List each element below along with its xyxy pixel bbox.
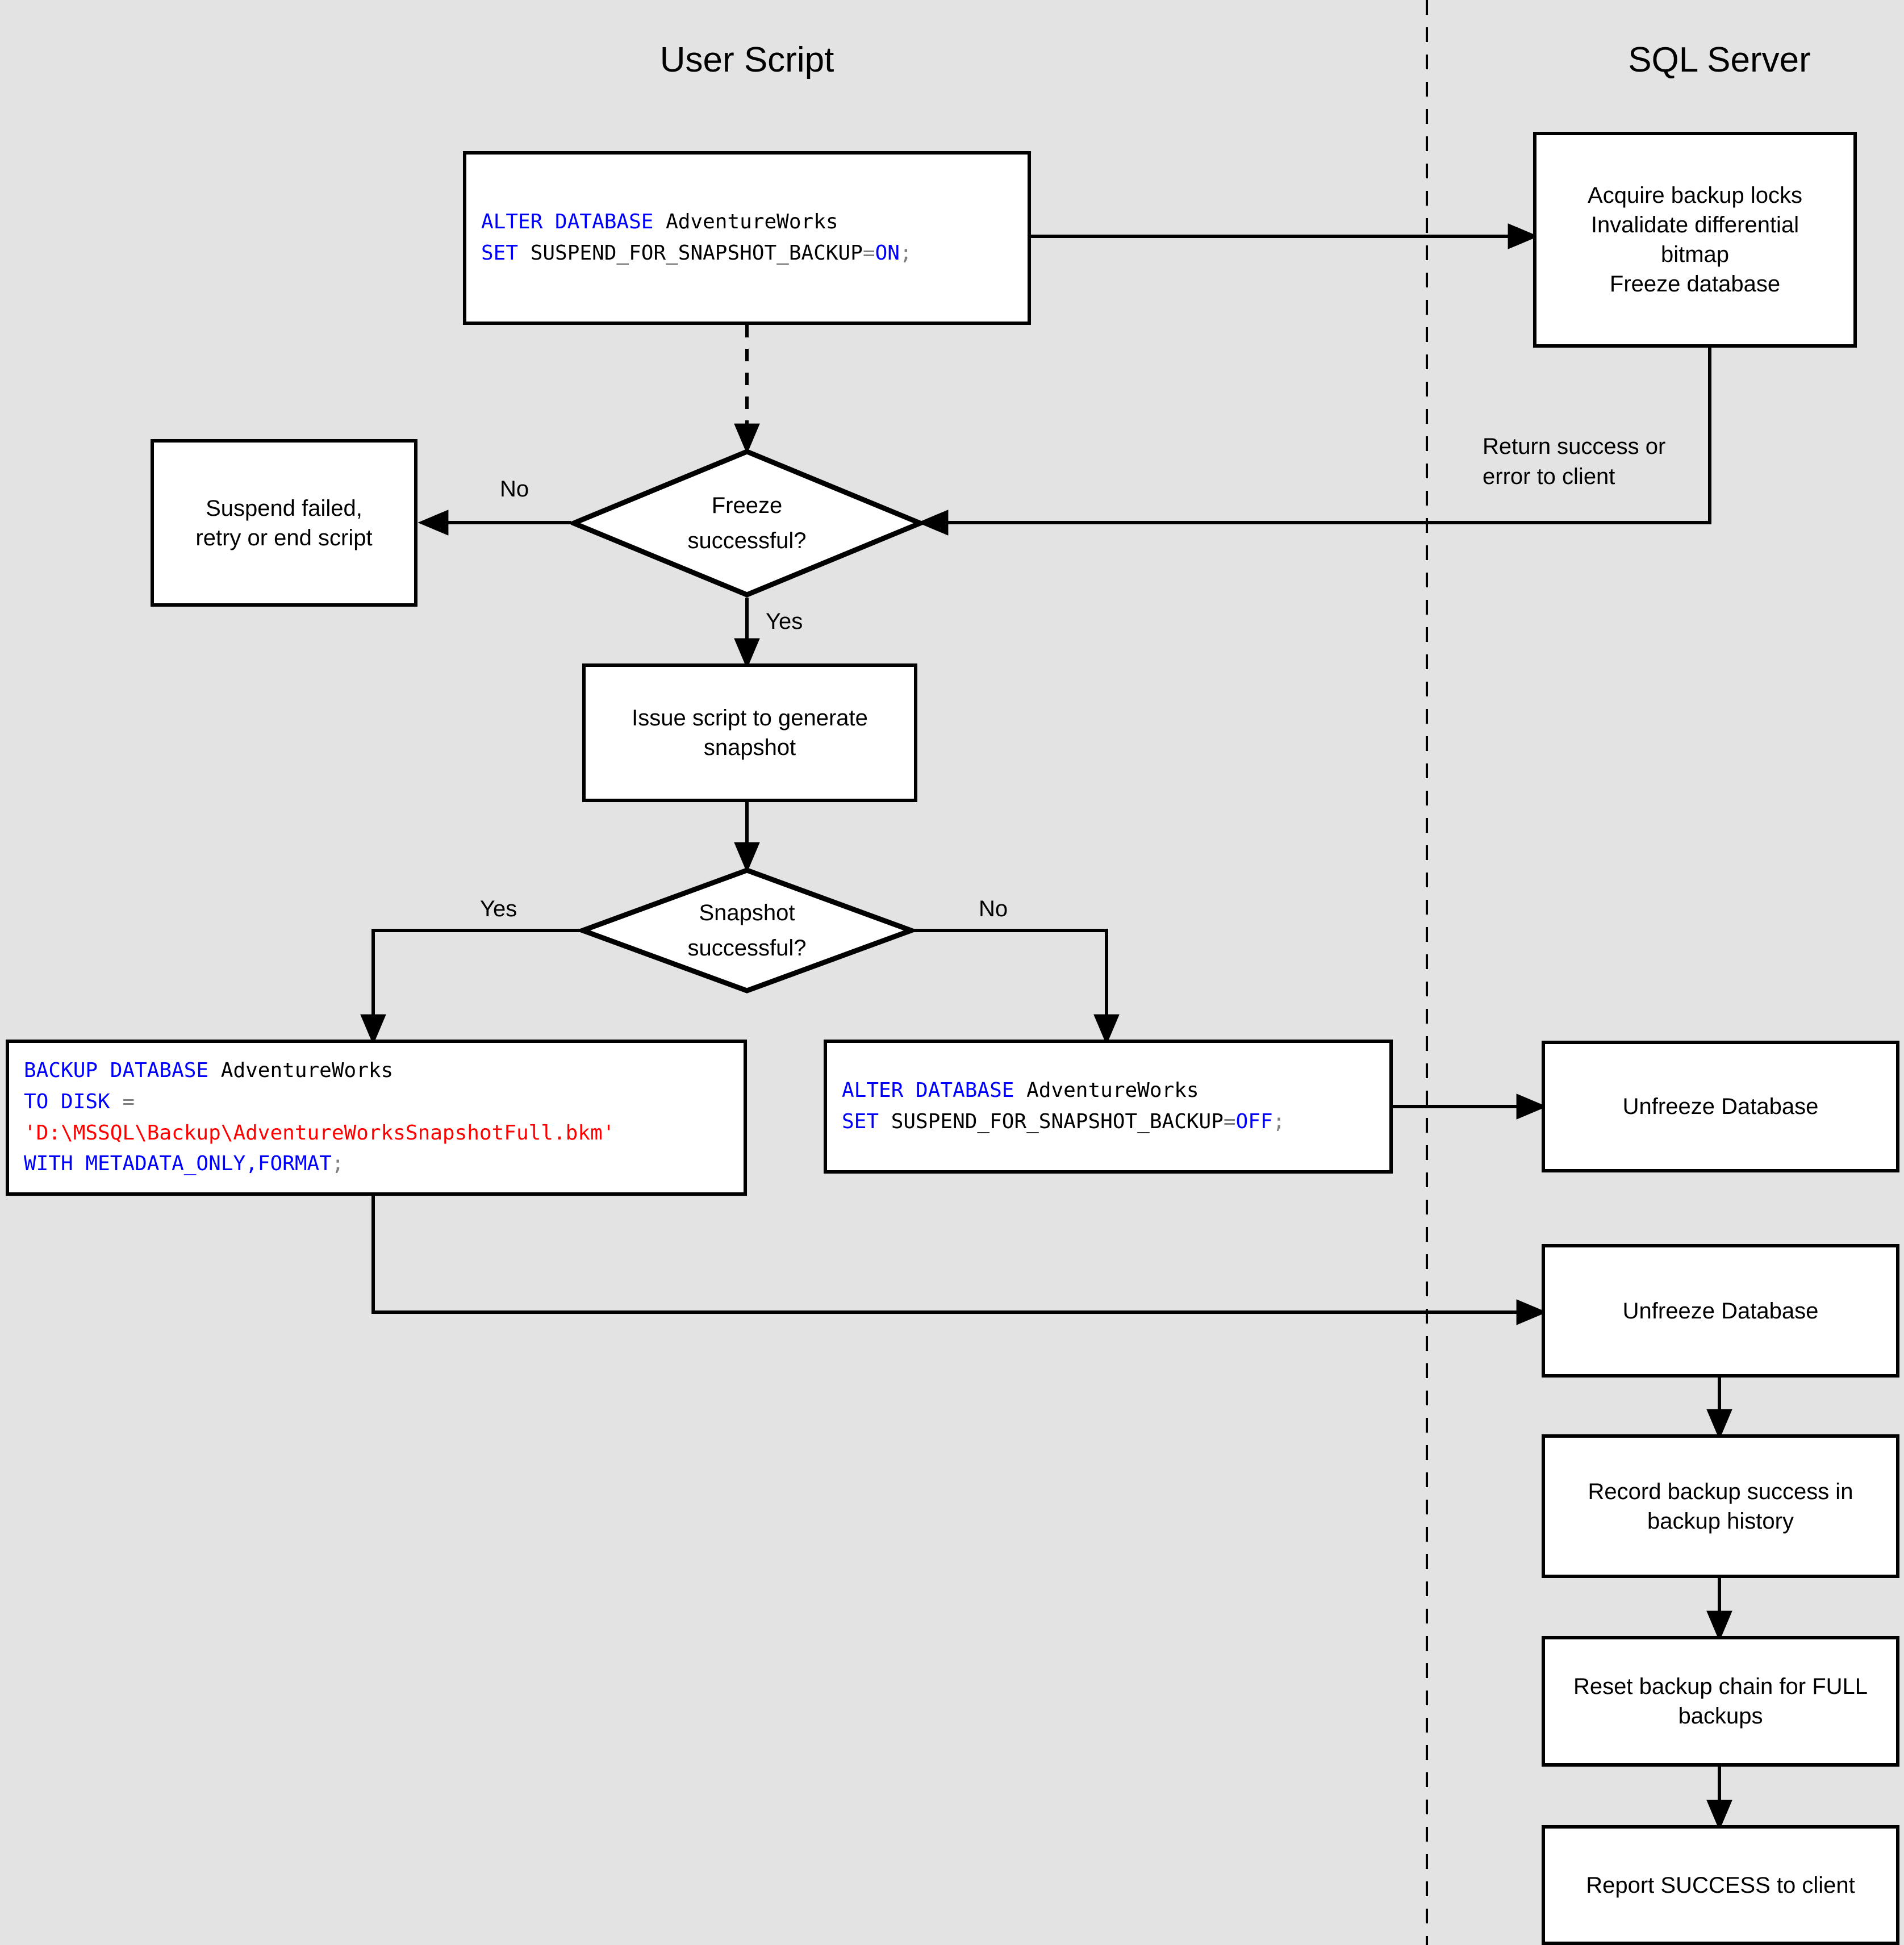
node-report-success[interactable]: Report SUCCESS to client (1542, 1825, 1899, 1945)
node-reset-backup-chain-label: Reset backup chain for FULL backups (1573, 1674, 1868, 1729)
code-alter-on: ALTER DATABASE AdventureWorks SET SUSPEN… (481, 210, 912, 265)
edge-snapshot-yes-to-backup (360, 929, 580, 1045)
node-freeze-successful[interactable]: Freeze successful? (571, 449, 923, 598)
node-snapshot-successful-label: Snapshot successful? (687, 900, 807, 961)
edge-snapshot-no-to-alteroff (914, 929, 1120, 1045)
node-suspend-failed[interactable]: Suspend failed, retry or end script (151, 439, 417, 607)
node-freeze-successful-label: Freeze successful? (687, 493, 807, 553)
node-acquire-backup-locks[interactable]: Acquire backup locks Invalidate differen… (1533, 132, 1857, 348)
code-alter-off: ALTER DATABASE AdventureWorks SET SUSPEN… (842, 1079, 1285, 1133)
node-unfreeze-database-2-label: Unfreeze Database (1622, 1298, 1819, 1324)
node-snapshot-successful[interactable]: Snapshot successful? (580, 867, 914, 994)
lane-title-user-script: User Script (659, 40, 834, 80)
node-issue-script[interactable]: Issue script to generate snapshot (582, 663, 917, 802)
node-suspend-failed-label: Suspend failed, retry or end script (195, 495, 373, 550)
edge-label-freeze-no: No (500, 477, 529, 502)
node-unfreeze-database-1-label: Unfreeze Database (1622, 1094, 1819, 1119)
node-record-backup-success-label: Record backup success in backup history (1588, 1479, 1853, 1534)
edge-label-return-success: Return success or error to client (1483, 434, 1666, 489)
edge-label-snapshot-no: No (979, 896, 1008, 921)
node-reset-backup-chain[interactable]: Reset backup chain for FULL backups (1542, 1636, 1899, 1767)
node-backup-database[interactable]: BACKUP DATABASE AdventureWorks TO DISK =… (6, 1040, 747, 1196)
node-report-success-label: Report SUCCESS to client (1586, 1872, 1855, 1898)
freeze-diamond-shape (571, 449, 923, 598)
node-record-backup-success[interactable]: Record backup success in backup history (1542, 1434, 1899, 1578)
edge-label-freeze-yes: Yes (766, 609, 803, 634)
node-issue-script-label: Issue script to generate snapshot (632, 706, 868, 760)
node-alter-database-off[interactable]: ALTER DATABASE AdventureWorks SET SUSPEN… (824, 1040, 1393, 1174)
edge-label-snapshot-yes: Yes (480, 896, 517, 921)
node-acquire-backup-locks-label: Acquire backup locks Invalidate differen… (1588, 183, 1802, 297)
edge-backup-to-unfreeze2 (371, 1196, 1547, 1325)
node-unfreeze-database-2[interactable]: Unfreeze Database (1542, 1244, 1899, 1378)
lane-title-sql-server: SQL Server (1628, 40, 1811, 80)
node-unfreeze-database-1[interactable]: Unfreeze Database (1542, 1041, 1899, 1172)
node-alter-database-on[interactable]: ALTER DATABASE AdventureWorks SET SUSPEN… (463, 151, 1031, 325)
snapshot-diamond-shape (580, 867, 914, 994)
code-backup-database: BACKUP DATABASE AdventureWorks TO DISK =… (24, 1059, 615, 1176)
